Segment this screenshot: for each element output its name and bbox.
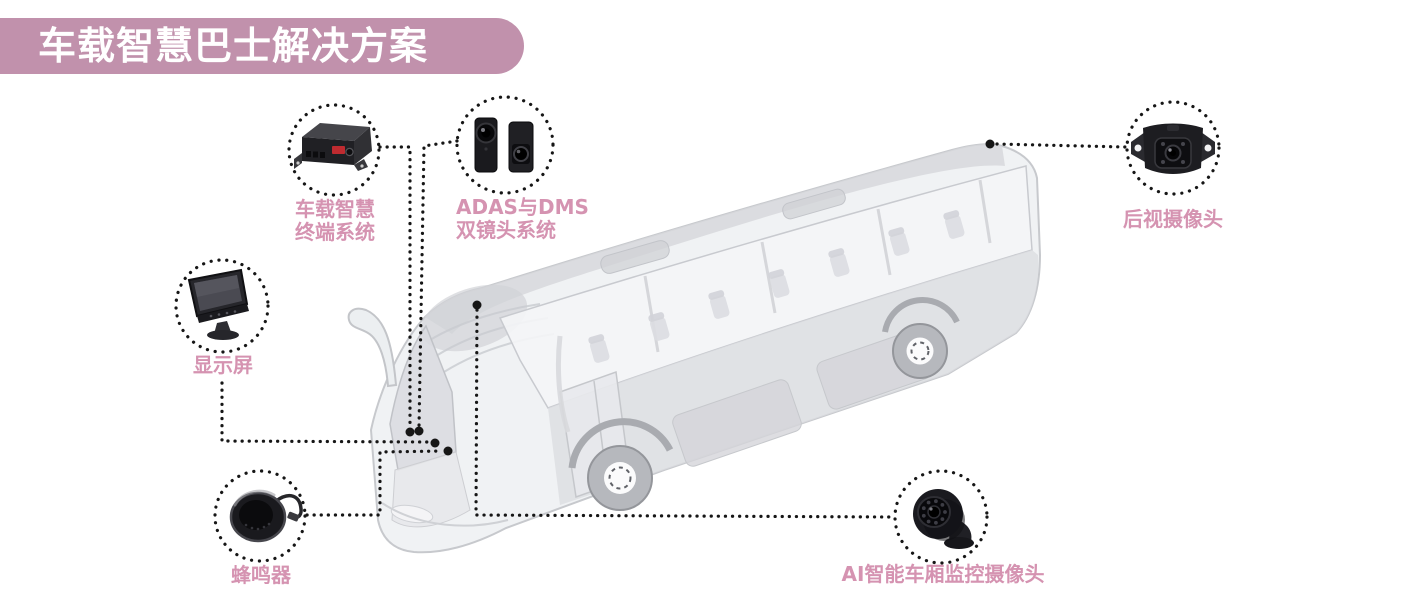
page-title-banner: 车载智慧巴士解决方案 <box>0 18 524 74</box>
adas-device-image <box>474 117 534 173</box>
adas-connector-line <box>417 139 459 429</box>
bus-seats <box>588 210 965 363</box>
rear-camera-circle <box>1125 100 1221 196</box>
ai-camera-endpoint-dot <box>472 300 482 310</box>
ai-camera-connector-line <box>474 308 893 519</box>
rear-camera-connector-line <box>995 142 1127 149</box>
display-label: 显示屏 <box>193 353 253 377</box>
buzzer-device-image <box>229 489 303 543</box>
terminal-device-image <box>294 123 372 171</box>
display-device-image <box>187 268 249 340</box>
terminal-endpoint-dot <box>405 427 415 437</box>
ai-camera-circle <box>893 469 989 565</box>
buzzer-label: 蜂鸣器 <box>231 563 291 587</box>
display-endpoint-dot <box>430 438 440 448</box>
ai-camera-device-image <box>913 489 974 549</box>
adas-endpoint-dot <box>414 426 424 436</box>
display-circle <box>174 258 270 354</box>
buzzer-endpoint-dot <box>443 446 453 456</box>
display-connector-line <box>220 381 431 444</box>
adas-circle <box>455 95 555 195</box>
terminal-connector-line <box>378 145 412 430</box>
ai-camera-label: AI智能车厢监控摄像头 <box>841 562 1045 586</box>
terminal-label: 车载智慧 终端系统 <box>295 197 375 244</box>
page-title: 车载智慧巴士解决方案 <box>38 24 429 68</box>
terminal-circle <box>287 103 381 197</box>
bus-mirror <box>347 307 398 388</box>
buzzer-connector-line <box>305 449 444 517</box>
buzzer-circle <box>213 469 307 563</box>
rear-camera-endpoint-dot <box>985 139 995 149</box>
rear-camera-label: 后视摄像头 <box>1123 207 1223 231</box>
adas-label: ADAS与DMS 双镜头系统 <box>456 195 589 242</box>
rear-camera-device-image <box>1131 123 1215 174</box>
